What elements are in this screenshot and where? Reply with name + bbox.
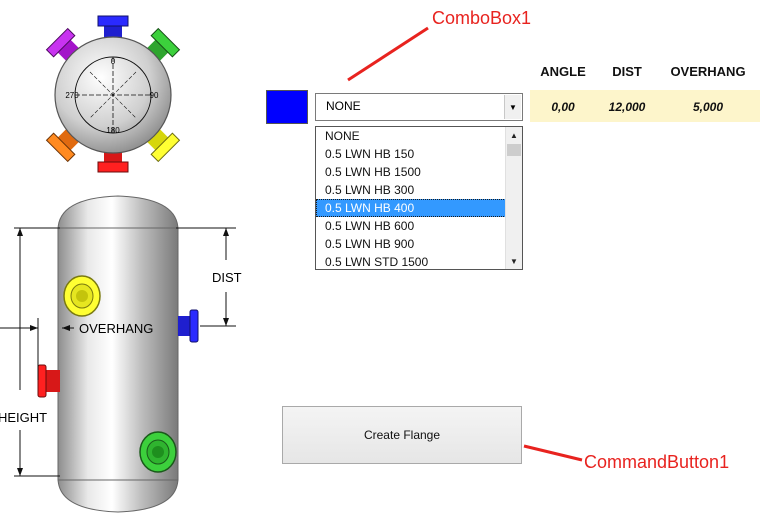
dist-dimension-label: DIST <box>212 270 242 285</box>
list-item-selected[interactable]: 0.5 LWN HB 400 <box>316 199 520 217</box>
list-item[interactable]: 0.5 LWN STD 1500 <box>325 255 429 269</box>
top-head <box>57 195 179 231</box>
deg-270-label: 270 <box>65 91 79 100</box>
combobox-dropdown-arrow-icon[interactable]: ▼ <box>504 95 521 119</box>
combobox-annotation-label: ComboBox1 <box>432 8 532 28</box>
button-annotation-arrow <box>523 444 583 462</box>
deg-0-label: 0 <box>111 57 116 66</box>
list-item[interactable]: 0.5 LWN HB 900 <box>325 237 415 251</box>
list-item[interactable]: 0.5 LWN HB 600 <box>325 219 415 233</box>
create-flange-button[interactable]: Create Flange <box>282 406 522 464</box>
button-annotation-label: CommandButton1 <box>584 452 730 472</box>
dropdown-scrollbar[interactable]: ▲ ▼ <box>505 127 522 269</box>
deg-180-label: 180 <box>106 126 120 135</box>
flange-color-swatch <box>266 90 308 124</box>
overhang-value[interactable]: 5,000 <box>692 100 724 114</box>
combobox-annotation-arrow <box>347 26 429 82</box>
scroll-thumb[interactable] <box>507 144 521 156</box>
nozzle-blue <box>178 309 199 343</box>
list-item[interactable]: NONE <box>325 129 360 143</box>
scroll-down-icon[interactable]: ▼ <box>510 256 518 266</box>
dist-header: DIST <box>612 64 642 79</box>
list-item[interactable]: 0.5 LWN HB 150 <box>325 147 415 161</box>
list-item[interactable]: 0.5 LWN HB 300 <box>325 183 415 197</box>
overhang-dimension-label: OVERHANG <box>79 321 153 336</box>
list-item[interactable]: 0.5 LWN HB 1500 <box>325 165 421 179</box>
vessel-top-view: 0 90 180 270 <box>45 15 181 173</box>
flange-dropdown-list[interactable]: NONE 0.5 LWN HB 150 0.5 LWN HB 1500 0.5 … <box>315 126 523 270</box>
values-row <box>530 90 760 122</box>
combobox-value: NONE <box>326 99 361 113</box>
nozzle-green <box>139 431 177 473</box>
height-dimension-label: HEIGHT <box>0 410 47 425</box>
bottom-head <box>57 477 179 513</box>
angle-header: ANGLE <box>540 64 586 79</box>
angle-value[interactable]: 0,00 <box>551 100 575 114</box>
dist-value[interactable]: 12,000 <box>608 100 646 114</box>
nozzle-red <box>37 364 60 398</box>
scroll-up-icon[interactable]: ▲ <box>510 130 518 140</box>
nozzle-yellow <box>63 275 101 317</box>
vessel-side-view: DIST OVERHANG HEIGHT <box>0 195 242 513</box>
overhang-header: OVERHANG <box>670 64 746 79</box>
flange-combobox[interactable]: NONE ▼ <box>315 93 523 121</box>
deg-90-label: 90 <box>150 91 159 100</box>
